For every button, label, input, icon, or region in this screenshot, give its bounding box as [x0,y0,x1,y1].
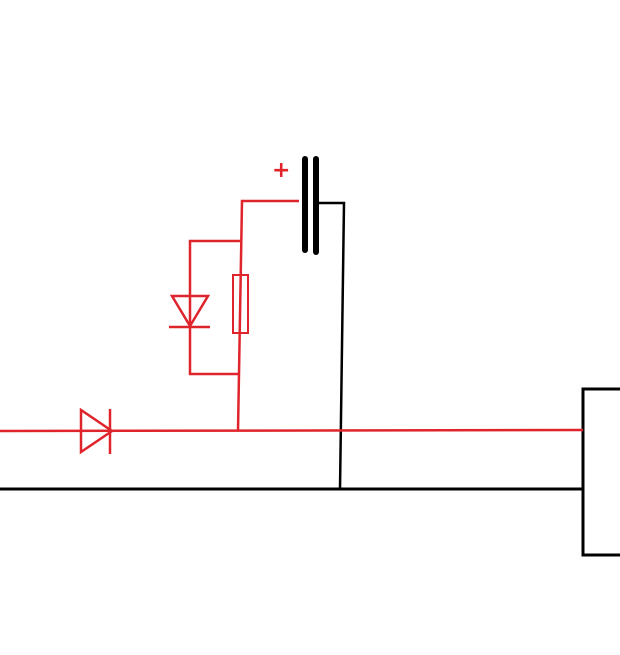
main-diode [79,407,115,455]
black-wires [0,201,620,557]
diode-branch-loop [188,239,240,376]
main-diode-triangle [79,407,115,455]
branch-diode-triangle [169,294,211,329]
main-positive-line [0,428,584,433]
capacitor [302,156,319,255]
load-box [581,387,620,557]
red-wires [0,199,584,433]
branch-diode [169,294,211,329]
capacitor-positive-lead [236,199,299,432]
capacitor-plus-label: + [272,158,290,183]
capacitor-ground-lead [314,201,346,491]
resistor [232,274,249,334]
